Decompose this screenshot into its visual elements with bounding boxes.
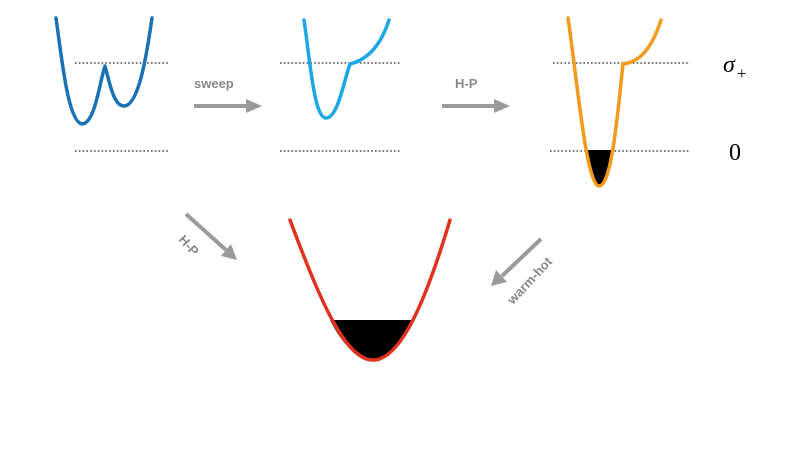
hp-top-label: H-P — [455, 76, 478, 91]
warm-hot-label: warm-hot — [504, 254, 556, 308]
sigma-plus-symbol: σ — [723, 52, 736, 78]
warm-hot-arrowhead — [491, 270, 507, 286]
bottom-parabola-curve — [288, 218, 452, 362]
panel2-swept-well-curve — [302, 18, 391, 120]
sigma-plus-subscript: + — [737, 64, 747, 83]
zero-level-label: 0 — [729, 140, 741, 166]
hp-diag-label: H-P — [176, 232, 202, 259]
hp-diag-arrow — [184, 212, 228, 252]
panel1-double-well-curve — [54, 16, 154, 126]
sweep-label: sweep — [194, 76, 234, 91]
hp-diag-arrowhead — [221, 244, 237, 260]
warm-hot-arrow — [500, 237, 543, 278]
hp-top-arrowhead — [494, 99, 510, 113]
sweep-arrowhead — [246, 99, 262, 113]
panel3-narrow-well-curve — [566, 16, 663, 188]
